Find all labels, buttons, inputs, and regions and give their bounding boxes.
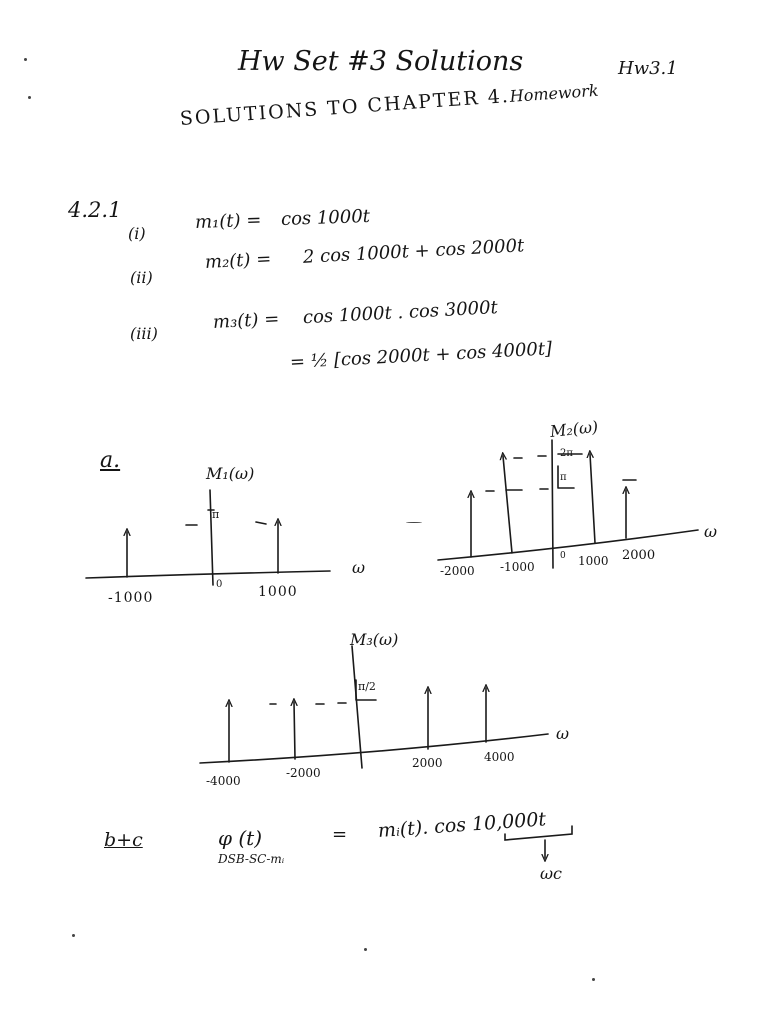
- plot-m2-level-dashes: [485, 455, 637, 492]
- plot-m2-level-box: [557, 453, 583, 489]
- plot-m1-y-axis: [209, 489, 214, 586]
- carrier-arrow-text: ↓: [539, 838, 540, 839]
- plot-m3-tick-pos4000: 4000: [484, 750, 515, 764]
- plot-m2-tick-pos2000: 2000: [622, 548, 656, 563]
- plot-m1-x-axis: [85, 570, 331, 579]
- plot-m2-tick-zero: 0: [560, 551, 566, 561]
- plot-m1-axis-label: ω: [352, 558, 366, 577]
- carrier-underbrace: [504, 825, 573, 841]
- plot-m2-tick-pos1000: 1000: [578, 554, 609, 568]
- plot-m2-level-label-2pi: 2π: [560, 448, 573, 459]
- plot-m2-axis-label: ω: [704, 522, 718, 541]
- plot-m2-tick-neg2000: -2000: [440, 564, 475, 578]
- part-bc-label: b+c: [104, 829, 143, 851]
- equation-2-label: (ii): [130, 268, 153, 287]
- carrier-label: ωc: [540, 864, 563, 883]
- plot-m2-impulse-neg1000: [503, 456, 513, 554]
- problem-number: 4.2.1: [68, 198, 122, 222]
- plot-m1-tick-neg1000: -1000: [108, 590, 154, 606]
- plot-m1-level-label: π: [212, 508, 220, 521]
- scan-speck: [406, 522, 422, 523]
- page-id: Hw3.1: [618, 58, 678, 79]
- plot-m3-tick-neg2000: -2000: [286, 766, 321, 780]
- plot-m3-title: M₃(ω): [350, 630, 399, 649]
- plot-m1-level-dashes: [185, 521, 267, 526]
- page-title: Hw Set #3 Solutions: [238, 46, 524, 77]
- part-a-label: a.: [100, 448, 121, 473]
- plot-m3-impulse-neg2000: [294, 702, 295, 760]
- plot-m3-axis-label: ω: [556, 724, 570, 743]
- plot-m2-level-label-pi: π: [560, 472, 567, 483]
- plot-m3: [199, 645, 549, 769]
- plot-m1-tick-pos1000: 1000: [258, 584, 298, 600]
- scan-speck: [592, 978, 595, 981]
- plot-m3-tick-neg4000: -4000: [206, 774, 241, 788]
- equation-1-label: (i): [128, 224, 146, 243]
- plot-m2-y-axis: [551, 439, 554, 569]
- plot-m3-y-axis: [351, 645, 363, 769]
- plot-m1-tick-zero: 0: [216, 579, 223, 590]
- scan-speck: [364, 948, 367, 951]
- bc-equals: =: [332, 824, 348, 845]
- plot-m1: [85, 489, 331, 586]
- plot-m3-x-axis: [199, 733, 549, 764]
- scan-speck: [28, 96, 31, 99]
- phi-symbol: φ (t): [218, 826, 263, 850]
- equation-3-label: (iii): [130, 324, 158, 343]
- plot-m3-level-label: π/2: [358, 680, 376, 693]
- plot-m3-level-box: [355, 679, 377, 701]
- plot-m3-level-dashes: [269, 702, 347, 705]
- phi-subscript: DSB-SC-mᵢ: [218, 852, 285, 866]
- plot-m2-impulse-pos1000: [590, 454, 596, 544]
- plot-m2-x-axis: [437, 529, 699, 561]
- scan-speck: [72, 934, 75, 937]
- plot-m1-title: M₁(ω): [206, 464, 255, 483]
- scan-speck: [24, 58, 27, 61]
- plot-m3-tick-pos2000: 2000: [412, 756, 443, 770]
- plot-m2: [437, 439, 699, 569]
- plot-m2-tick-neg1000: -1000: [500, 560, 535, 574]
